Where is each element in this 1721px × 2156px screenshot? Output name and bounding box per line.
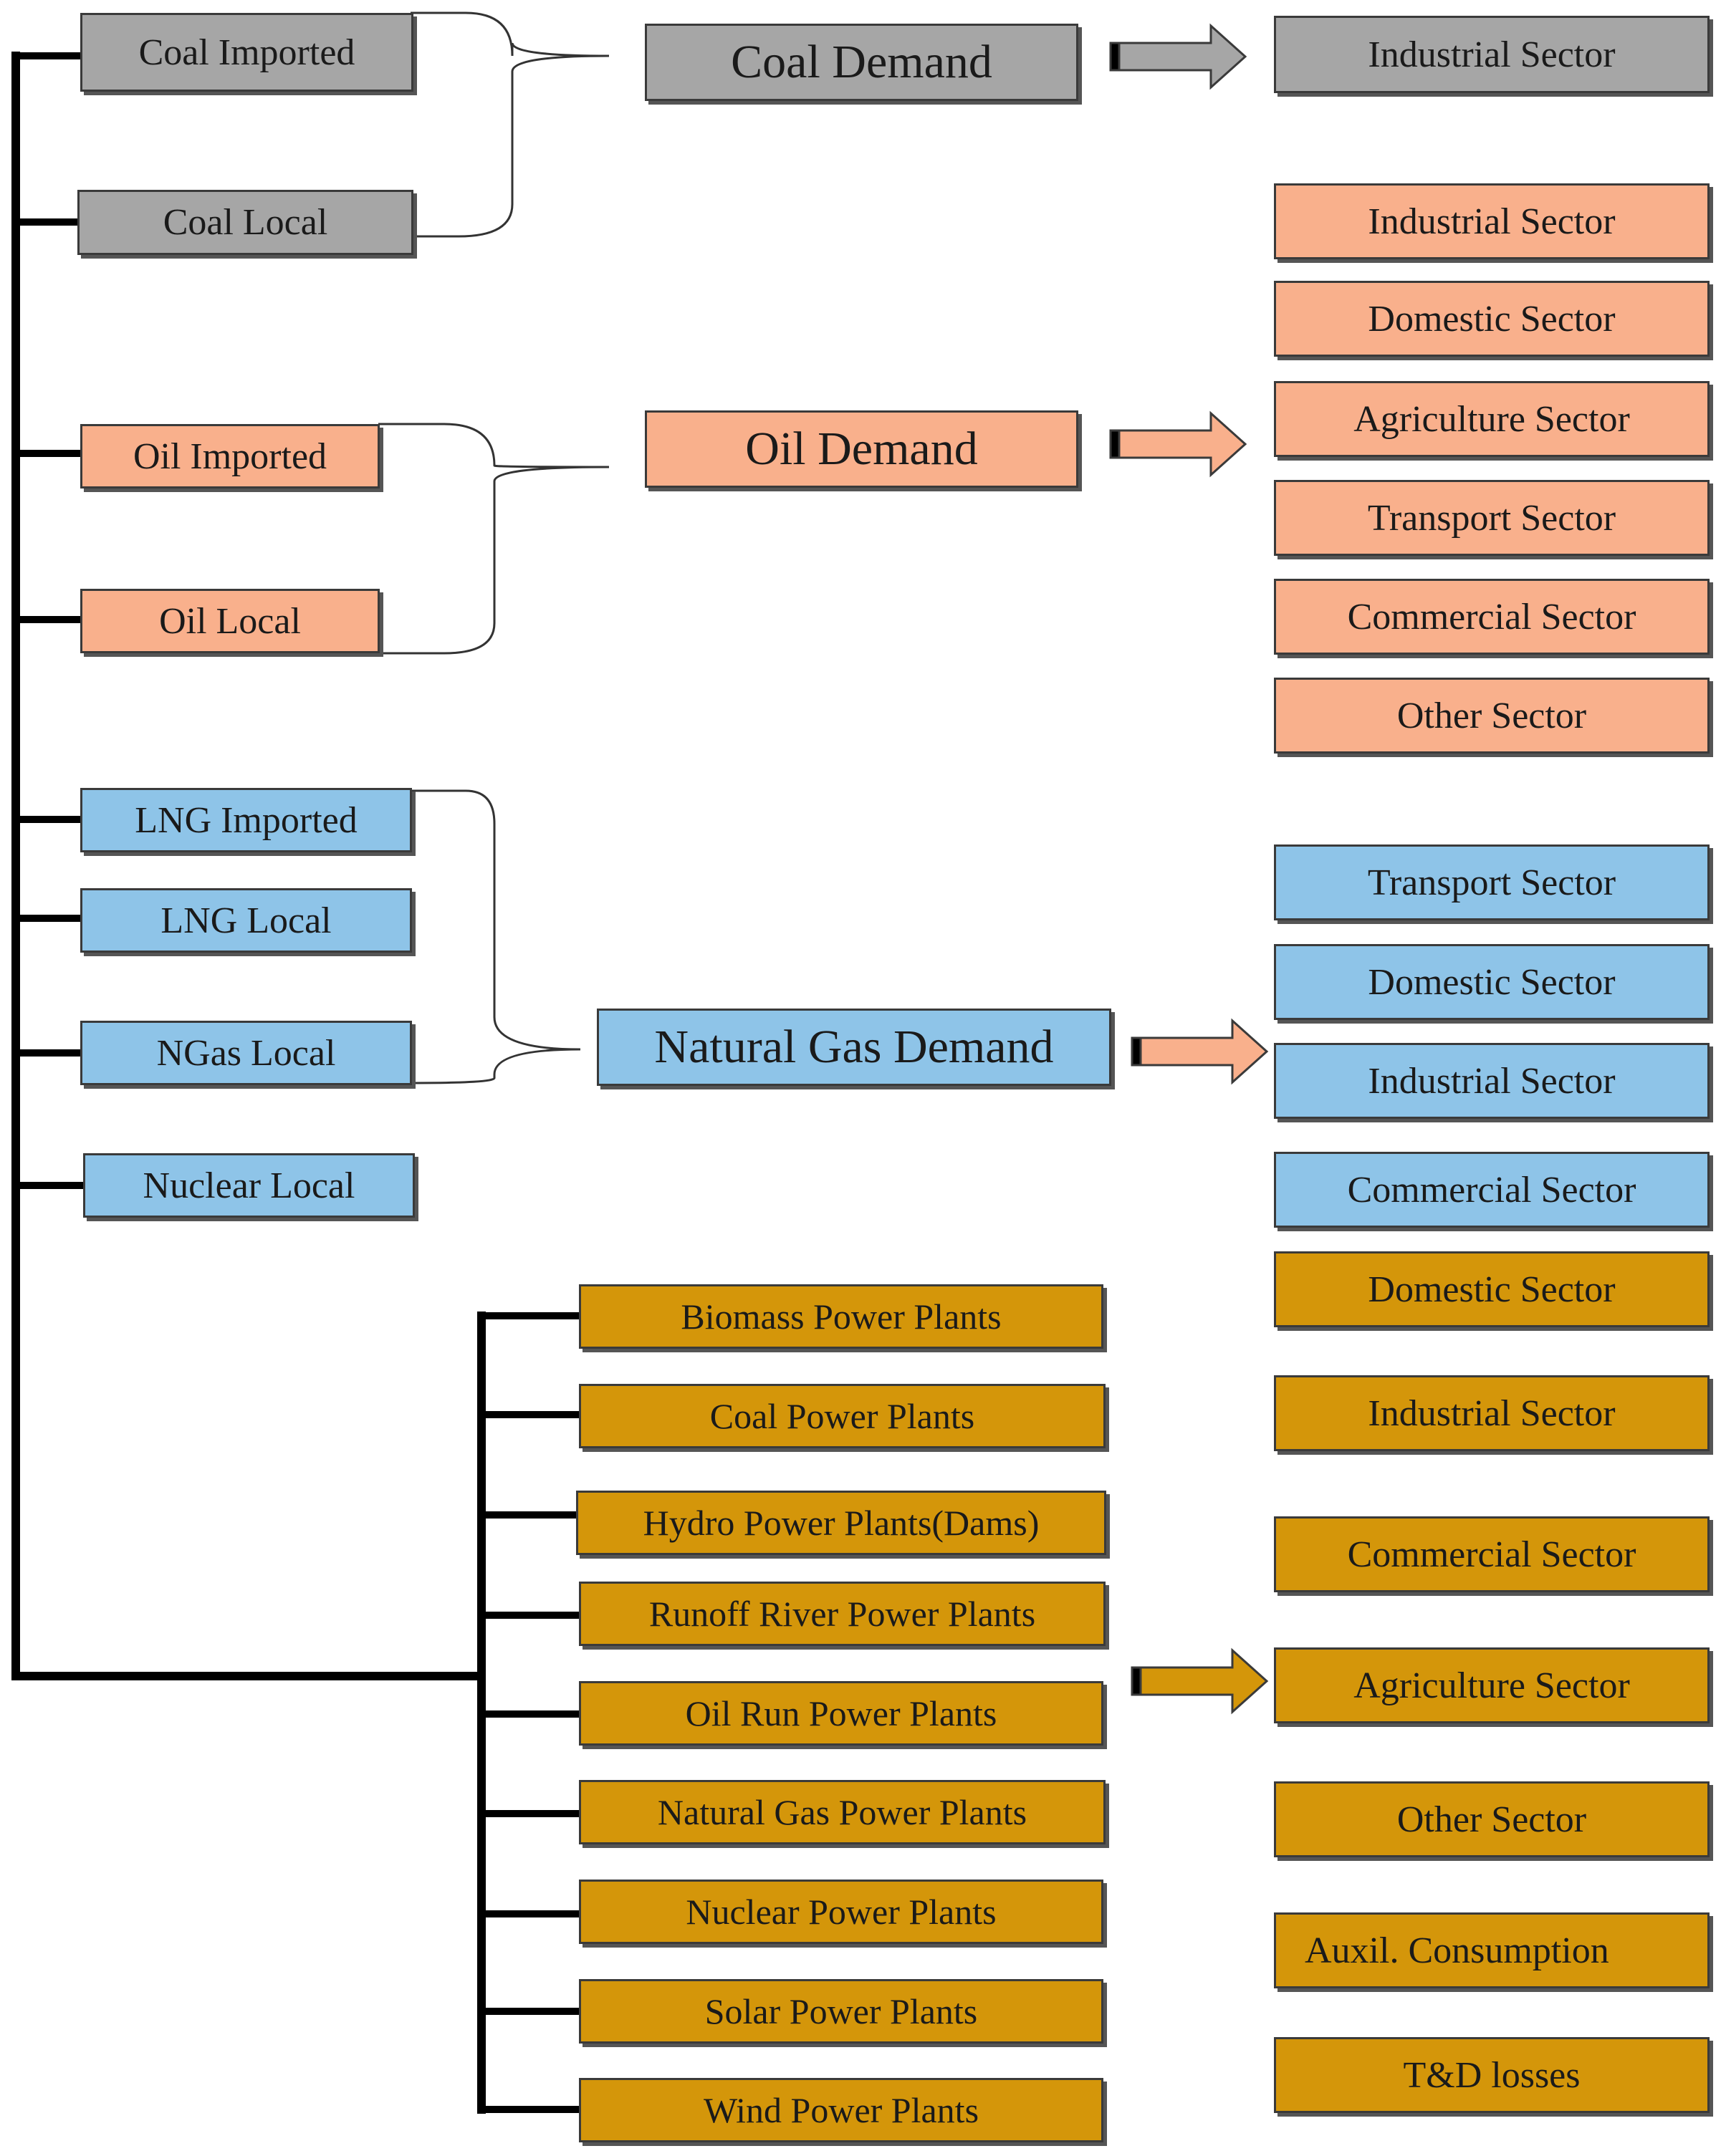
power-plant-label: Runoff River Power Plants xyxy=(648,1594,1036,1634)
power-plant-coal: Coal Power Plants xyxy=(579,1384,1106,1448)
sector-label: Agriculture Sector xyxy=(1353,398,1630,440)
source-label: Oil Local xyxy=(159,600,301,642)
oil-sector-agriculture: Agriculture Sector xyxy=(1274,381,1710,457)
source-label: Oil Imported xyxy=(133,435,327,477)
sector-label: Commercial Sector xyxy=(1347,1169,1636,1211)
source-label: LNG Local xyxy=(160,900,332,941)
oil-sector-commercial: Commercial Sector xyxy=(1274,579,1710,655)
coal-sector-industrial: Industrial Sector xyxy=(1274,16,1710,93)
power-plant-nuclear: Nuclear Power Plants xyxy=(579,1880,1103,1944)
oil-arrow-tail xyxy=(1109,429,1121,459)
demand-oil: Oil Demand xyxy=(645,410,1078,488)
source-oil-local: Oil Local xyxy=(80,589,380,653)
connector-lines xyxy=(11,52,583,2114)
gas-sector-transport: Transport Sector xyxy=(1274,844,1710,920)
demand-label: Natural Gas Demand xyxy=(654,1021,1054,1073)
oil-brace xyxy=(378,423,610,655)
oil-sector-transport: Transport Sector xyxy=(1274,480,1710,556)
gas-sector-commercial: Commercial Sector xyxy=(1274,1152,1710,1228)
power-plant-label: Oil Run Power Plants xyxy=(685,1693,997,1733)
coal-brace xyxy=(411,11,610,238)
gas-sector-industrial: Industrial Sector xyxy=(1274,1043,1710,1119)
sector-label: Domestic Sector xyxy=(1368,298,1616,340)
power-plant-hydro: Hydro Power Plants(Dams) xyxy=(576,1491,1106,1555)
coal-arrow xyxy=(1109,23,1247,90)
sector-label: Commercial Sector xyxy=(1347,1534,1636,1575)
sector-label: Commercial Sector xyxy=(1347,596,1636,637)
source-oil-imported: Oil Imported xyxy=(80,424,380,489)
demand-coal: Coal Demand xyxy=(645,24,1078,101)
gas-brace xyxy=(410,789,581,1084)
oil-sector-other: Other Sector xyxy=(1274,678,1710,754)
oil-sector-domestic: Domestic Sector xyxy=(1274,281,1710,357)
coal-arrow-tail xyxy=(1109,42,1121,72)
source-label: LNG Imported xyxy=(135,799,358,841)
sector-label: Industrial Sector xyxy=(1368,1392,1616,1434)
oil-sector-industrial: Industrial Sector xyxy=(1274,183,1710,259)
power-plant-biomass: Biomass Power Plants xyxy=(579,1284,1103,1349)
demand-natural-gas: Natural Gas Demand xyxy=(597,1009,1111,1086)
power-plant-runoff-river: Runoff River Power Plants xyxy=(579,1582,1106,1646)
oil-arrow xyxy=(1109,410,1247,478)
power-plant-label: Solar Power Plants xyxy=(704,1991,978,2031)
power-sector-agriculture: Agriculture Sector xyxy=(1274,1647,1710,1723)
sector-label: Other Sector xyxy=(1396,1799,1587,1840)
gas-arrow-body xyxy=(1139,1018,1269,1085)
source-coal-imported: Coal Imported xyxy=(80,13,413,92)
sector-label: Agriculture Sector xyxy=(1353,1665,1630,1706)
power-sector-auxil-consumption: Auxil. Consumption xyxy=(1274,1912,1710,1988)
demand-label: Coal Demand xyxy=(731,36,992,88)
sector-label: Other Sector xyxy=(1396,695,1587,736)
power-plant-label: Biomass Power Plants xyxy=(681,1296,1002,1337)
power-plant-oil-run: Oil Run Power Plants xyxy=(579,1681,1103,1746)
power-sector-domestic: Domestic Sector xyxy=(1274,1251,1710,1327)
power-arrow xyxy=(1131,1647,1269,1715)
gas-sector-domestic: Domestic Sector xyxy=(1274,944,1710,1020)
power-sector-commercial: Commercial Sector xyxy=(1274,1516,1710,1592)
sector-label: Transport Sector xyxy=(1367,497,1616,539)
gas-arrow xyxy=(1131,1018,1269,1085)
power-plant-solar: Solar Power Plants xyxy=(579,1979,1103,2044)
source-nuclear-local: Nuclear Local xyxy=(83,1153,415,1218)
coal-arrow-body xyxy=(1118,23,1247,90)
sector-label: Domestic Sector xyxy=(1368,961,1616,1003)
source-label: Nuclear Local xyxy=(143,1165,355,1206)
sector-label: Industrial Sector xyxy=(1368,1060,1616,1102)
source-label: Coal Local xyxy=(163,202,328,243)
source-label: Coal Imported xyxy=(138,32,355,73)
gas-arrow-tail xyxy=(1131,1036,1142,1067)
braces xyxy=(378,11,610,1084)
power-arrow-tail xyxy=(1131,1666,1142,1696)
source-coal-local: Coal Local xyxy=(77,190,413,255)
sector-label: Industrial Sector xyxy=(1368,201,1616,242)
power-sector-td-losses: T&D losses xyxy=(1274,2037,1710,2113)
sector-label: Transport Sector xyxy=(1367,862,1616,903)
power-plant-label: Coal Power Plants xyxy=(709,1396,975,1436)
power-arrow-body xyxy=(1139,1647,1269,1715)
sector-label: Industrial Sector xyxy=(1368,34,1616,75)
oil-arrow-body xyxy=(1118,410,1247,478)
power-plant-wind: Wind Power Plants xyxy=(579,2078,1103,2142)
power-plant-label: Natural Gas Power Plants xyxy=(657,1792,1027,1832)
power-plant-natural-gas: Natural Gas Power Plants xyxy=(579,1780,1106,1844)
power-plant-label: Nuclear Power Plants xyxy=(686,1892,997,1932)
sector-label: T&D losses xyxy=(1403,2054,1581,2096)
power-sector-industrial: Industrial Sector xyxy=(1274,1375,1710,1451)
source-ngas-local: NGas Local xyxy=(80,1021,412,1085)
demand-label: Oil Demand xyxy=(745,423,978,475)
sector-label: Auxil. Consumption xyxy=(1305,1930,1609,1971)
power-sector-other: Other Sector xyxy=(1274,1781,1710,1857)
sector-label: Domestic Sector xyxy=(1368,1269,1616,1310)
power-plant-branches xyxy=(478,1312,583,2113)
power-plant-label: Hydro Power Plants(Dams) xyxy=(643,1503,1040,1543)
source-lng-imported: LNG Imported xyxy=(80,788,412,852)
power-plant-label: Wind Power Plants xyxy=(703,2090,979,2130)
block-arrows xyxy=(1109,23,1269,1715)
source-label: NGas Local xyxy=(156,1032,336,1074)
source-lng-local: LNG Local xyxy=(80,888,412,953)
